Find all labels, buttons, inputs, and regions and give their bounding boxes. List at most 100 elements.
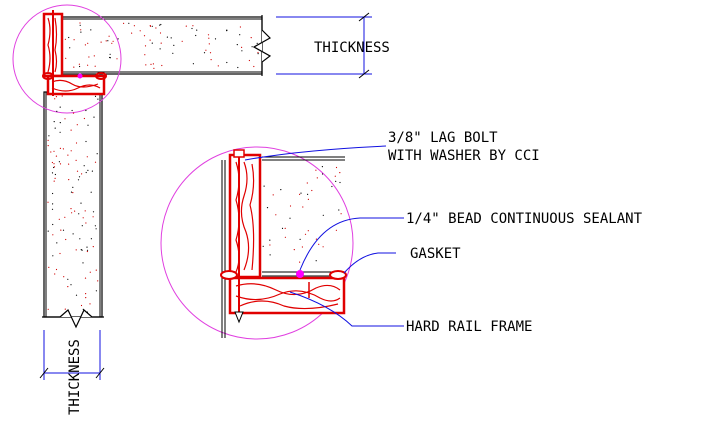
stipple-dot: [117, 38, 119, 40]
stipple-dot: [76, 170, 79, 172]
stipple-dot: [59, 106, 61, 108]
stipple-dot: [75, 249, 77, 251]
stipple-dot: [166, 36, 168, 38]
stipple-dot: [80, 202, 82, 204]
stipple-dot: [59, 147, 62, 149]
stipple-dot: [152, 63, 154, 65]
stipple-dot: [214, 38, 217, 40]
stipple-dot: [236, 44, 238, 46]
stipple-dot: [160, 23, 162, 26]
stipple-dot: [300, 192, 302, 194]
stipple-dot: [78, 213, 80, 215]
stipple-dot: [301, 246, 303, 248]
stipple-dot: [80, 249, 82, 251]
stipple-dot: [47, 201, 49, 203]
stipple-dot: [53, 121, 55, 123]
stipple-dot: [64, 308, 66, 310]
stipple-dot: [226, 61, 228, 64]
stipple-dot: [318, 243, 320, 245]
stipple-dot: [248, 59, 250, 62]
stipple-dot: [83, 165, 85, 167]
callout-labels: 3/8" LAG BOLT WITH WASHER BY CCI 1/4" BE…: [388, 130, 643, 335]
stipple-dot: [79, 24, 81, 26]
stipple-dot: [269, 244, 271, 246]
lag-bolt-label-line2: WITH WASHER BY CCI: [388, 148, 540, 164]
stipple-dot: [311, 189, 313, 192]
stipple-dot: [75, 294, 78, 296]
stipple-dot: [67, 278, 69, 280]
stipple-dot: [51, 161, 54, 164]
stipple-dot: [116, 58, 118, 60]
stipple-dot: [55, 96, 58, 98]
stipple-dot: [275, 214, 277, 216]
stipple-dot: [144, 45, 147, 47]
stipple-dot: [53, 163, 55, 165]
stipple-dot: [90, 29, 92, 31]
stipple-dot: [289, 205, 292, 207]
stipple-dot: [70, 208, 72, 210]
stipple-dot: [159, 48, 161, 50]
stipple-dot: [82, 262, 84, 264]
stipple-dot: [208, 37, 210, 39]
stipple-dot: [172, 52, 174, 54]
stipple-dot: [155, 27, 157, 29]
stipple-dot: [52, 192, 54, 195]
stipple-dot: [112, 40, 114, 42]
stipple-dot: [88, 56, 90, 58]
stipple-dot: [107, 40, 109, 42]
stipple-dot: [133, 25, 135, 27]
stipple-dot: [84, 277, 87, 279]
stipple-dot: [67, 286, 69, 288]
stipple-dot: [53, 180, 55, 182]
stipple-dot: [72, 192, 74, 194]
stipple-dot: [72, 112, 75, 114]
stipple-dot: [149, 25, 151, 27]
stipple-dot: [94, 225, 96, 227]
stipple-dot: [239, 34, 241, 36]
stipple-dot: [315, 260, 317, 262]
lag-bolt-leader: [244, 145, 387, 161]
stipple-dot: [77, 179, 80, 181]
stipple-dot: [316, 177, 318, 179]
stipple-dot: [85, 140, 87, 143]
stipple-dot: [72, 233, 74, 235]
gasket-right: [329, 270, 347, 280]
stipple-dot: [55, 268, 58, 271]
stipple-dot: [293, 249, 295, 251]
stipple-dot: [208, 43, 210, 45]
stipple-dot: [160, 42, 162, 44]
stipple-dot: [299, 261, 301, 263]
stipple-dot: [321, 166, 323, 168]
stipple-dot: [284, 236, 286, 238]
stipple-dot: [70, 284, 72, 286]
stipple-dot: [253, 65, 255, 68]
concrete-stipple: [47, 22, 342, 313]
stipple-dot: [65, 238, 67, 241]
stipple-dot: [59, 163, 62, 165]
stipple-dot: [331, 185, 333, 188]
stipple-dot: [151, 42, 153, 44]
stipple-dot: [53, 166, 56, 168]
top-panel-break-line: [252, 15, 272, 76]
stipple-dot: [86, 311, 88, 313]
stipple-dot: [92, 211, 95, 213]
stipple-dot: [92, 246, 94, 248]
stipple-dot: [81, 173, 83, 175]
stipple-dot: [85, 222, 87, 224]
stipple-dot: [191, 27, 193, 30]
stipple-dot: [203, 52, 206, 54]
stipple-dot: [78, 176, 81, 178]
stipple-dot: [192, 63, 194, 65]
stipple-dot: [315, 169, 317, 171]
stipple-dot: [257, 51, 259, 54]
detail-vertical-frame: [228, 153, 262, 279]
stipple-dot: [62, 229, 65, 231]
stipple-dot: [65, 57, 67, 59]
stipple-dot: [97, 98, 99, 100]
stipple-dot: [95, 228, 97, 230]
stipple-dot: [241, 50, 243, 52]
thickness-dimension-top: THICKNESS: [276, 12, 390, 79]
thickness-label-side: THICKNESS: [67, 339, 83, 415]
stipple-dot: [170, 37, 172, 39]
stipple-dot: [79, 238, 81, 240]
